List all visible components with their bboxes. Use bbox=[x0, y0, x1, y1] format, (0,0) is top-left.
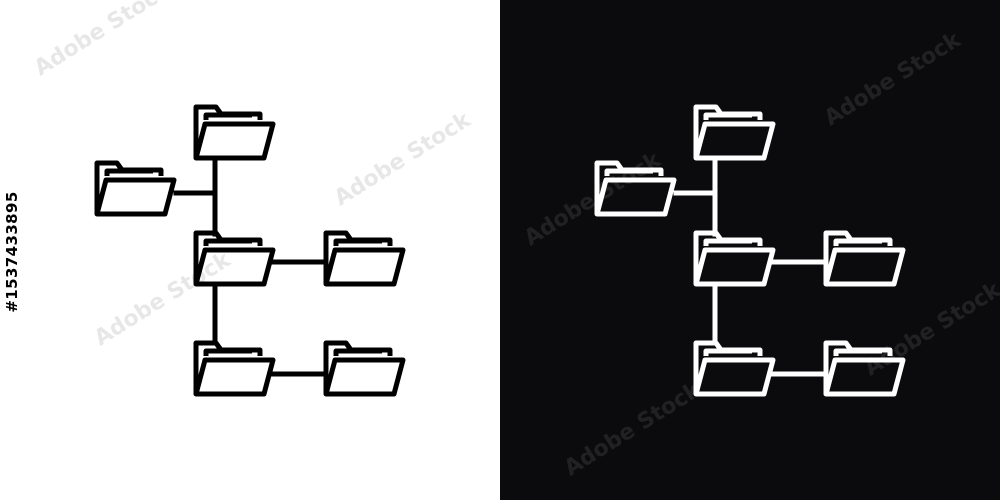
stock-id-text: #1537433895 bbox=[3, 191, 21, 313]
folder-icon bbox=[693, 104, 776, 161]
folder-icon bbox=[823, 230, 906, 287]
folder-icon bbox=[193, 340, 276, 397]
folder-icon bbox=[693, 230, 776, 287]
connector-lines bbox=[173, 157, 326, 377]
folder-icon bbox=[594, 160, 677, 217]
dark-panel bbox=[500, 0, 1000, 500]
light-panel: #1537433895 bbox=[3, 104, 406, 397]
folder-hierarchy-tree-icon bbox=[94, 104, 406, 397]
connector-lines bbox=[673, 157, 826, 377]
folder-icon bbox=[323, 340, 406, 397]
folder-hierarchy-tree-icon bbox=[594, 104, 906, 397]
folder-icon bbox=[823, 340, 906, 397]
folder-icon bbox=[193, 230, 276, 287]
folder-icon bbox=[94, 160, 177, 217]
folder-icon bbox=[193, 104, 276, 161]
folder-icon bbox=[323, 230, 406, 287]
folder-icon bbox=[693, 340, 776, 397]
